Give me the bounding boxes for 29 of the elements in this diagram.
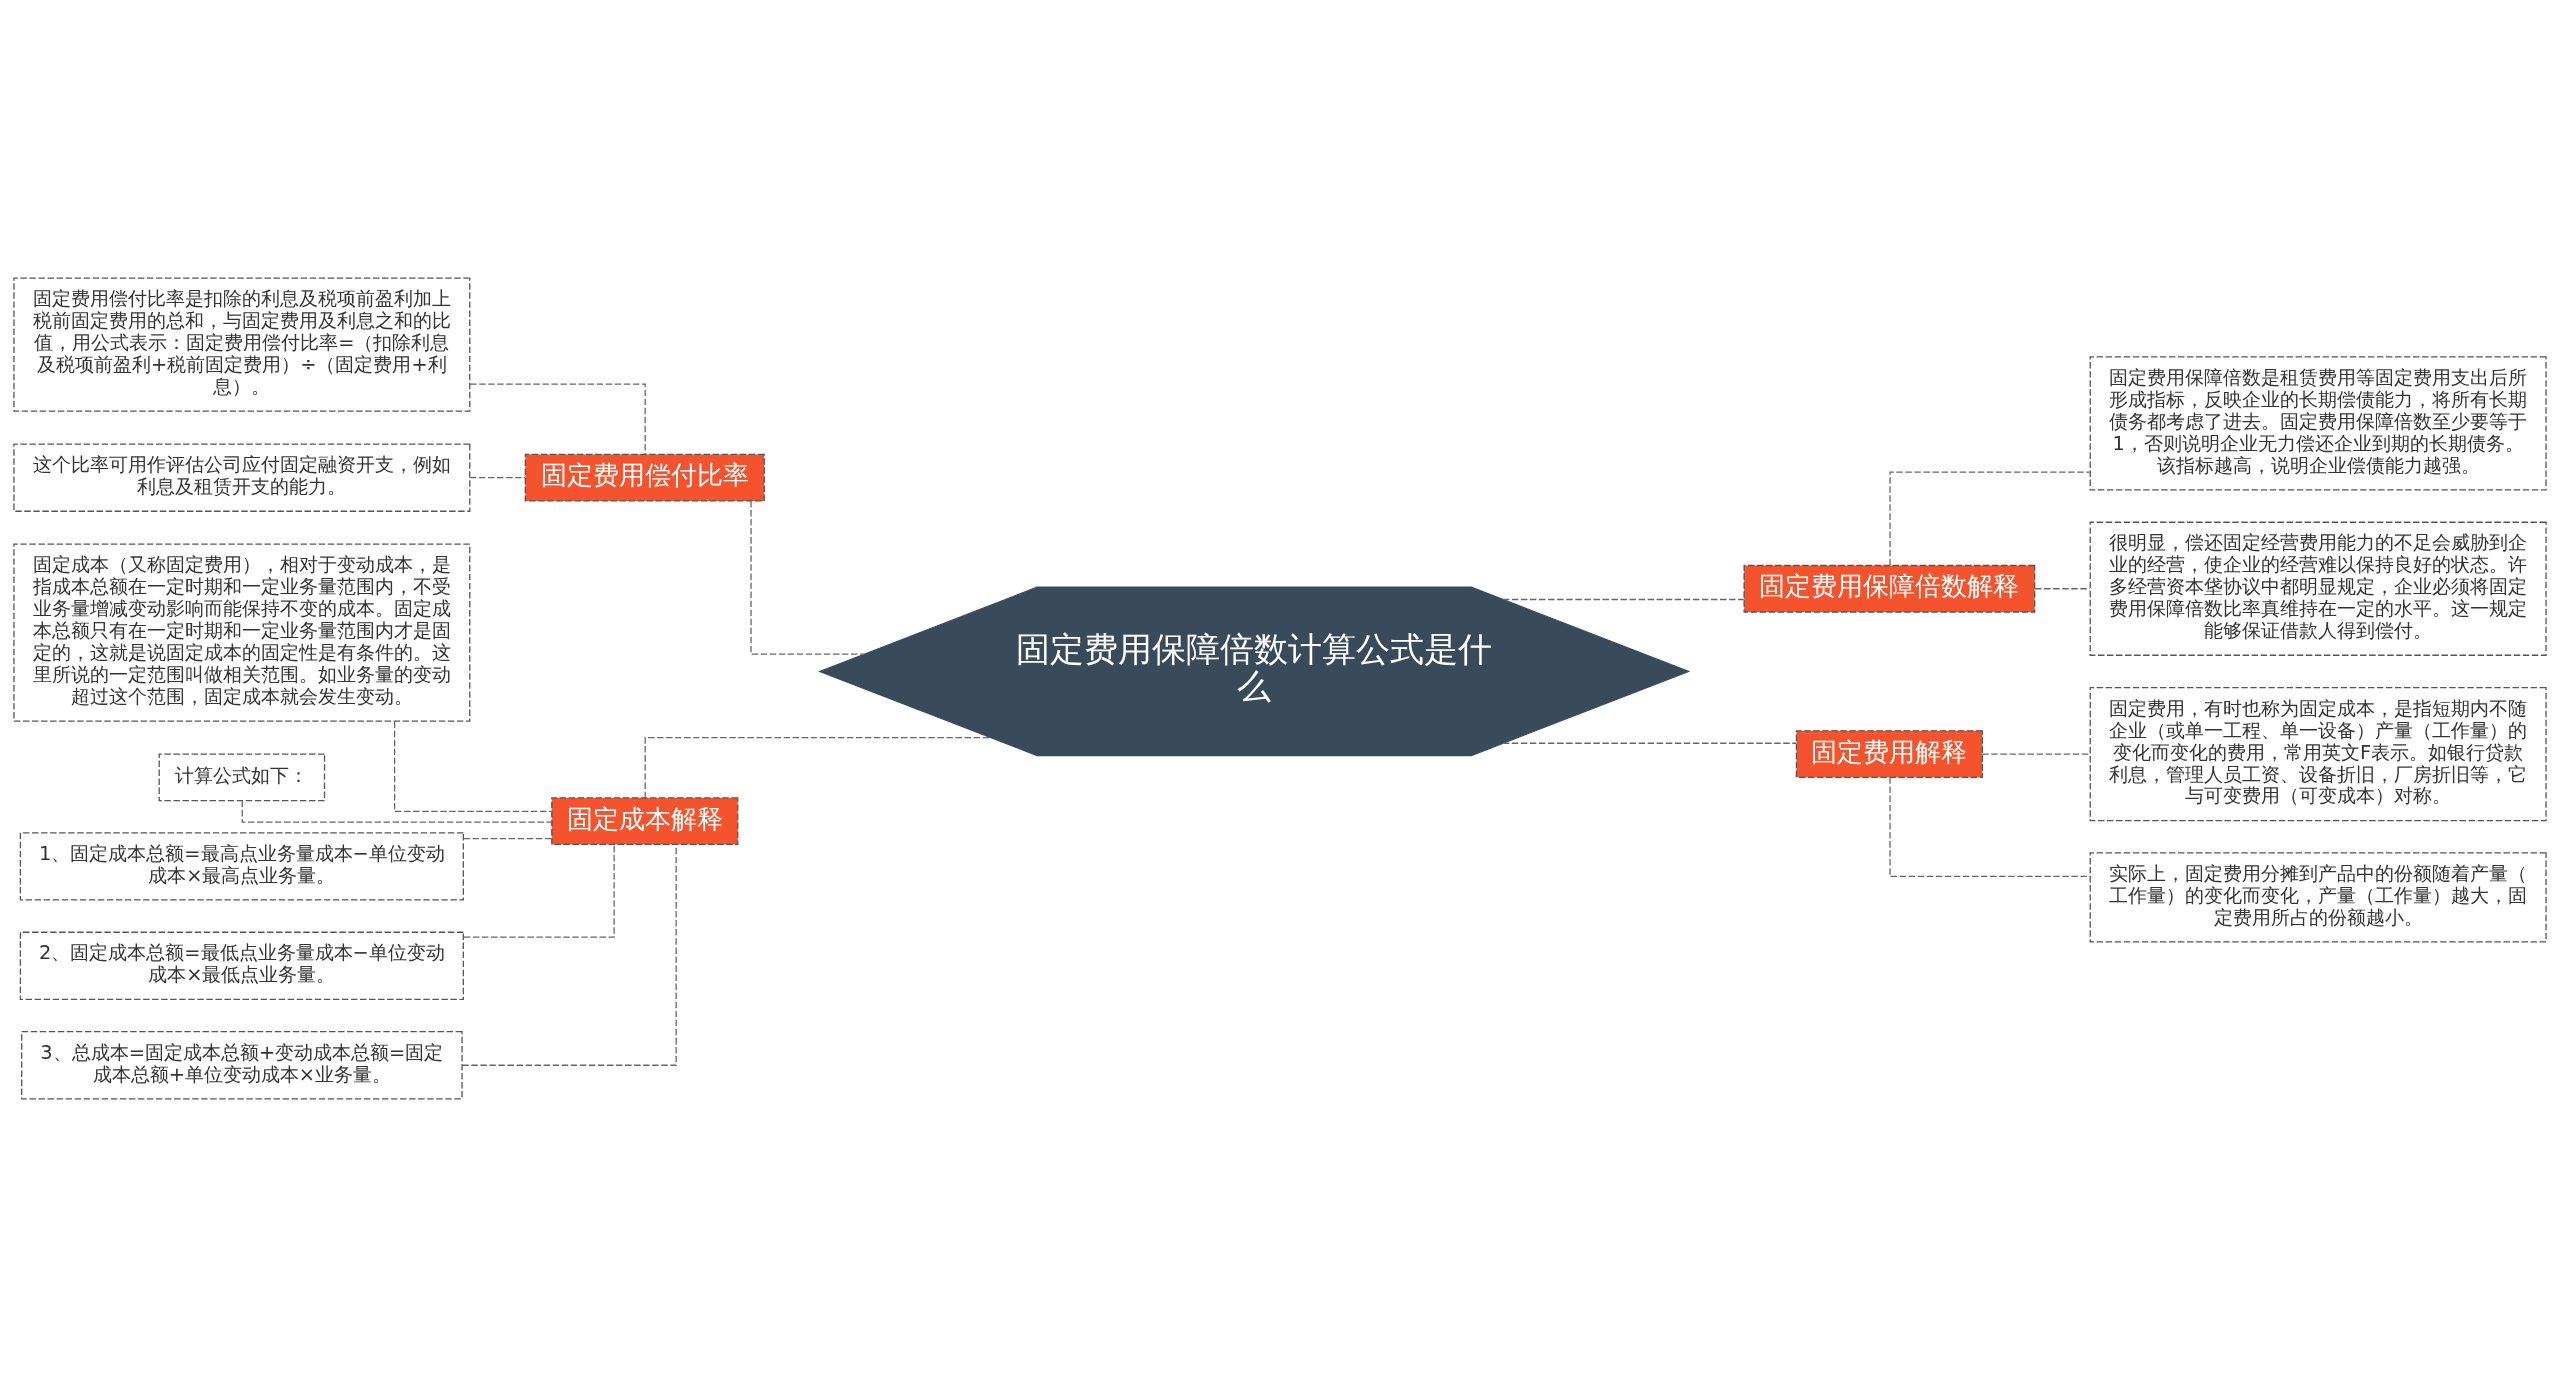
node-box: 固定费用偿付比率是扣除的利息及税项前盈利加上税前固定费用的总和，与固定费用及利息之和的比值，用公式表示：固定费用偿付比率=（扣除利息及税项前盈利+税前固定费用）÷（固定费用+利息）。 [13, 277, 471, 412]
connector [463, 844, 615, 938]
connector [750, 500, 866, 655]
node-box: 计算公式如下： [158, 753, 326, 802]
node-box: 实际上，固定费用分摊到产品中的份额随着产量（工作量）的变化而变化，产量（工作量）越大，固定费用所占的份额越小。 [2089, 852, 2547, 943]
connector [469, 383, 646, 455]
connector [461, 843, 677, 1066]
connector [394, 720, 553, 812]
connector [1889, 471, 2091, 566]
connector [469, 477, 526, 479]
connector [1502, 598, 1745, 601]
connector [462, 837, 553, 840]
node-box: 3、总成本=固定成本总额+变动成本总额=固定成本总额+单位变动成本×业务量。 [21, 1031, 463, 1100]
node-box: 固定费用保障倍数解释 [1743, 564, 2036, 613]
node-box: 很明显，偿还固定经营费用能力的不足会威胁到企业的经营，使企业的经营难以保持良好的状态。许多经营资本垡协议中都明显规定，企业必须将固定费用保障倍数比率真维持在一定的水平。这一规定能够保证借款人得到偿付。 [2089, 521, 2547, 656]
connector [1981, 753, 2091, 755]
node-box: 固定成本（又称固定费用），相对于变动成本，是指成本总额在一定时期和一定业务量范围内，不受业务量增减变动影响而能保持不变的成本。固定成本总额只有在一定时期和一定业务量范围内才是固定的，这就是说固定成本的固定性是有条件的。这里所说的一定范围叫做相关范围。如业务量的变动超过这个范围，固定成本就会发生变动。 [13, 543, 471, 722]
node-box: 这个比率可用作评估公司应付固定融资开支，例如利息及租赁开支的能力。 [13, 443, 471, 512]
node-box: 固定费用解释 [1795, 730, 1983, 778]
node-box: 固定费用，有时也称为固定成本，是指短期内不随企业（或单一工程、单一设备）产量（工作量）的变化而变化的费用，常用英文F表示。如银行贷款利息，管理人员工资、设备折旧，厂房折旧等，它与可变费用（可变成本）对称。 [2089, 686, 2547, 822]
connector [1502, 742, 1797, 744]
node-box: 2、固定成本总额=最低点业务量成本−单位变动成本×最低点业务量。 [19, 931, 464, 1001]
connector [644, 736, 992, 799]
node-box: 固定费用偿付比率 [524, 453, 765, 502]
node-box: 1、固定成本总额=最高点业务量成本−单位变动成本×最高点业务量。 [19, 832, 464, 901]
node-box: 固定成本解释 [551, 797, 739, 846]
node-box: 固定费用保障倍数是租赁费用等固定费用支出后所形成指标，反映企业的长期偿债能力，将所有长期债务都考虑了进去。固定费用保障倍数至少要等于1，否则说明企业无力偿还企业到期的长期债务。该指标越高，说明企业偿债能力越强。 [2089, 356, 2547, 491]
connector [2034, 588, 2091, 590]
connector [1889, 777, 2091, 878]
